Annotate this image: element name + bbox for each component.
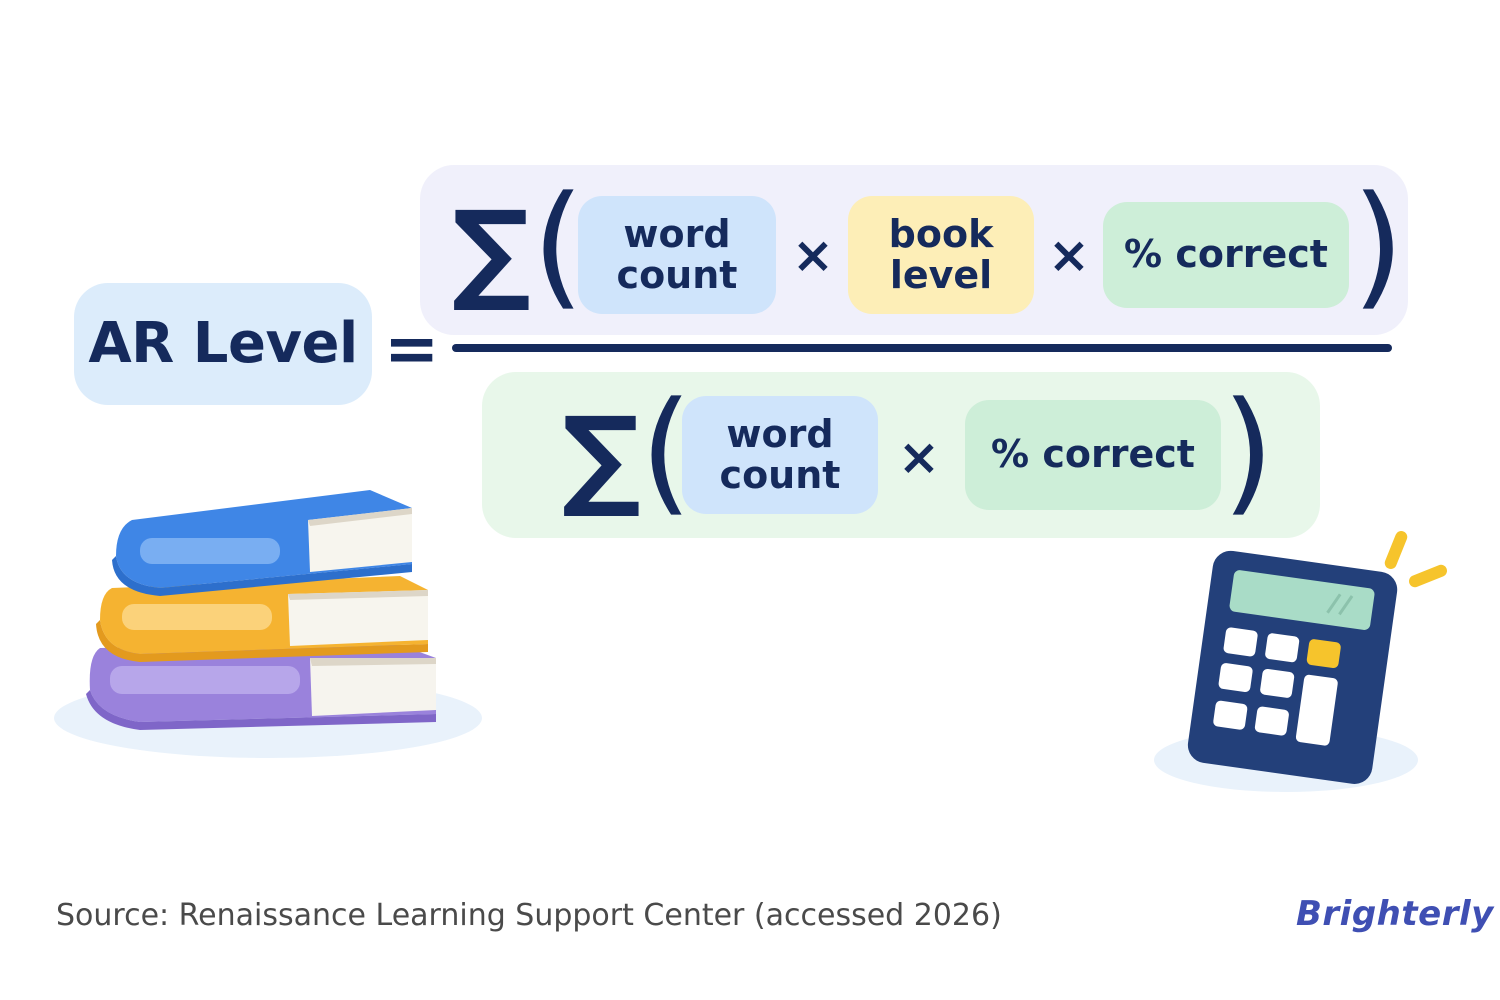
denominator-times: ×	[898, 428, 940, 486]
ar-level-label: AR Level	[74, 283, 372, 405]
brand-logo: Brighterly	[1296, 894, 1494, 934]
denominator-percent-correct-term: % correct	[965, 400, 1221, 510]
numerator-book-level-term: book level	[848, 196, 1034, 314]
numerator-percent-correct-term: % correct	[1103, 202, 1349, 308]
numerator-word-count-term: word count	[578, 196, 776, 314]
book-stack-icon	[54, 490, 482, 758]
numerator-times-1: ×	[792, 226, 834, 284]
calculator-icon	[1154, 531, 1447, 792]
equals-sign: =	[384, 310, 440, 387]
numerator-times-2: ×	[1048, 226, 1090, 284]
denominator-sigma: ∑	[562, 393, 641, 521]
denominator-close-paren: )	[1222, 373, 1275, 529]
numerator-close-paren: )	[1352, 167, 1405, 323]
fraction-bar	[452, 344, 1392, 352]
source-caption: Source: Renaissance Learning Support Cen…	[56, 898, 1002, 933]
numerator-sigma: ∑	[452, 187, 531, 315]
denominator-word-count-term: word count	[682, 396, 878, 514]
numerator-open-paren: (	[532, 167, 585, 323]
